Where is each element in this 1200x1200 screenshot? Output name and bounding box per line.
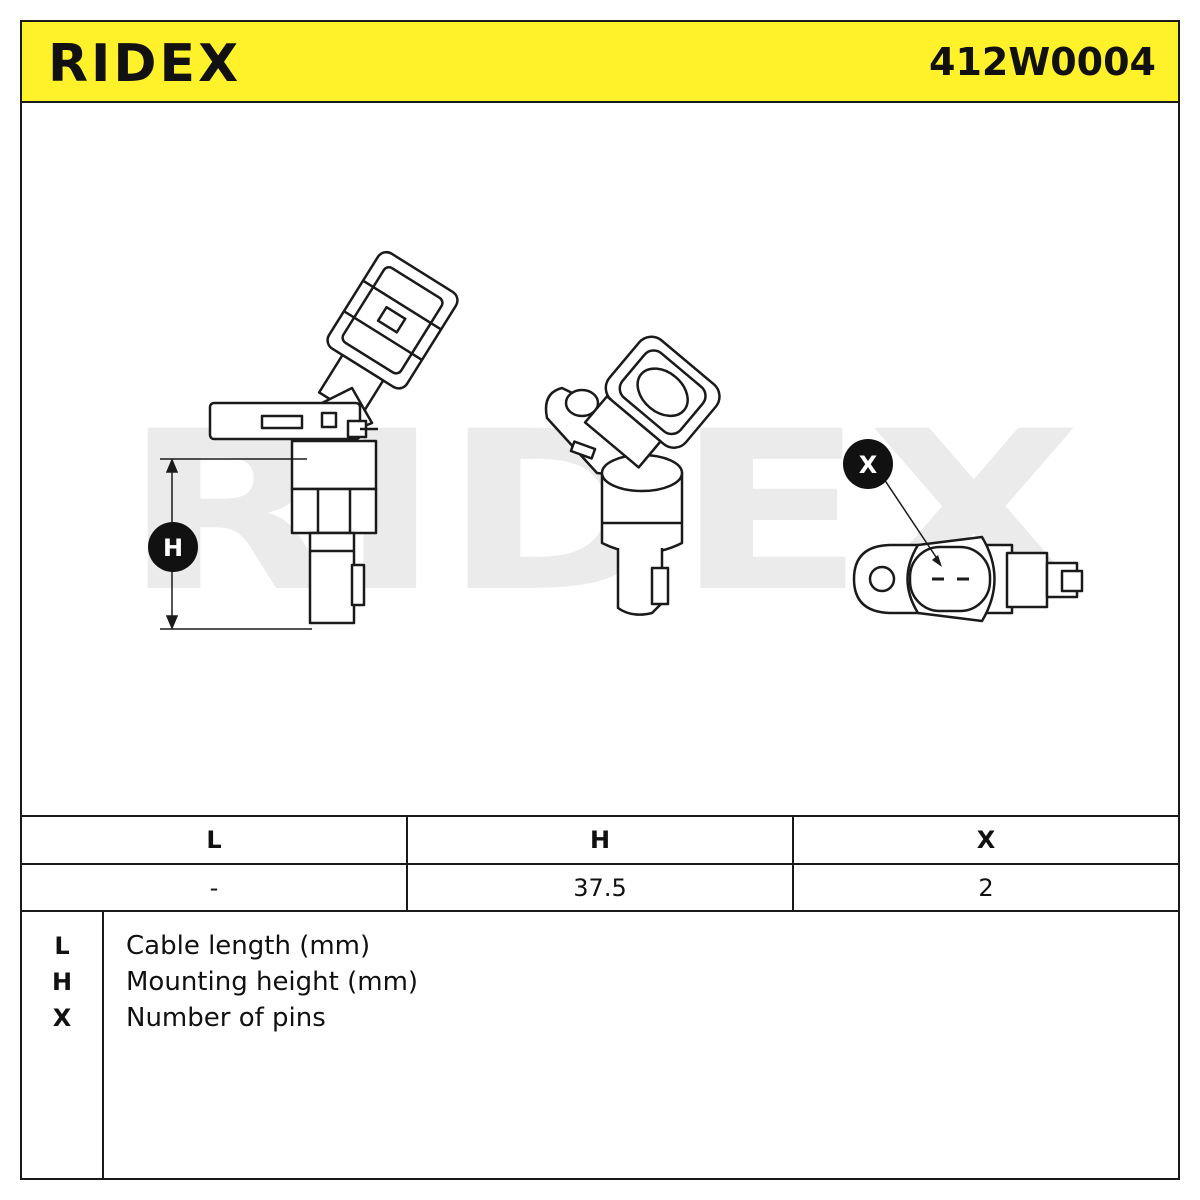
legend-label: Number of pins [126, 1003, 326, 1033]
brand-logo: RIDEX [48, 34, 242, 94]
column-header-l: L [22, 817, 408, 863]
value-cable-length: - [22, 865, 408, 911]
legend-divider [102, 912, 104, 1178]
callout-leader-line [879, 472, 941, 564]
x-marker-label: X [859, 451, 878, 479]
sensor-side-view [208, 250, 459, 625]
legend-key: H [51, 968, 73, 996]
sensor-perspective-view [544, 335, 721, 616]
datasheet-frame: RIDEX 412W0004 RIDEX [20, 20, 1180, 1180]
legend-item: L Cable length (mm) [22, 928, 1178, 964]
legend-label: Cable length (mm) [126, 931, 371, 961]
arrow-pointer-icon [932, 555, 942, 567]
column-header-h: H [408, 817, 794, 863]
legend-item: X Number of pins [22, 1000, 1178, 1036]
value-mounting-height: 37.5 [408, 865, 794, 911]
part-number: 412W0004 [929, 40, 1156, 84]
arrow-down-icon [165, 615, 179, 630]
spec-table-header: L H X [22, 817, 1178, 865]
legend-key: L [54, 932, 70, 960]
sensor-top-view [852, 535, 1084, 623]
value-number-of-pins: 2 [978, 874, 994, 902]
header-bar: RIDEX 412W0004 [22, 22, 1178, 103]
legend: L Cable length (mm) H Mounting height (m… [22, 912, 1178, 1178]
spec-table-values: - 37.5 2 [22, 865, 1178, 911]
h-marker-label: H [163, 534, 183, 562]
spec-table: L H X - 37.5 2 [22, 815, 1178, 912]
technical-drawing: RIDEX [22, 103, 1178, 815]
drawing-canvas: RIDEX [122, 250, 1084, 640]
legend-item: H Mounting height (mm) [22, 964, 1178, 1000]
h-marker: H [148, 522, 198, 572]
arrow-up-icon [165, 458, 179, 473]
x-callout: X [843, 439, 942, 567]
legend-key: X [52, 1004, 72, 1032]
legend-label: Mounting height (mm) [126, 967, 419, 997]
column-header-x: X [976, 826, 996, 854]
